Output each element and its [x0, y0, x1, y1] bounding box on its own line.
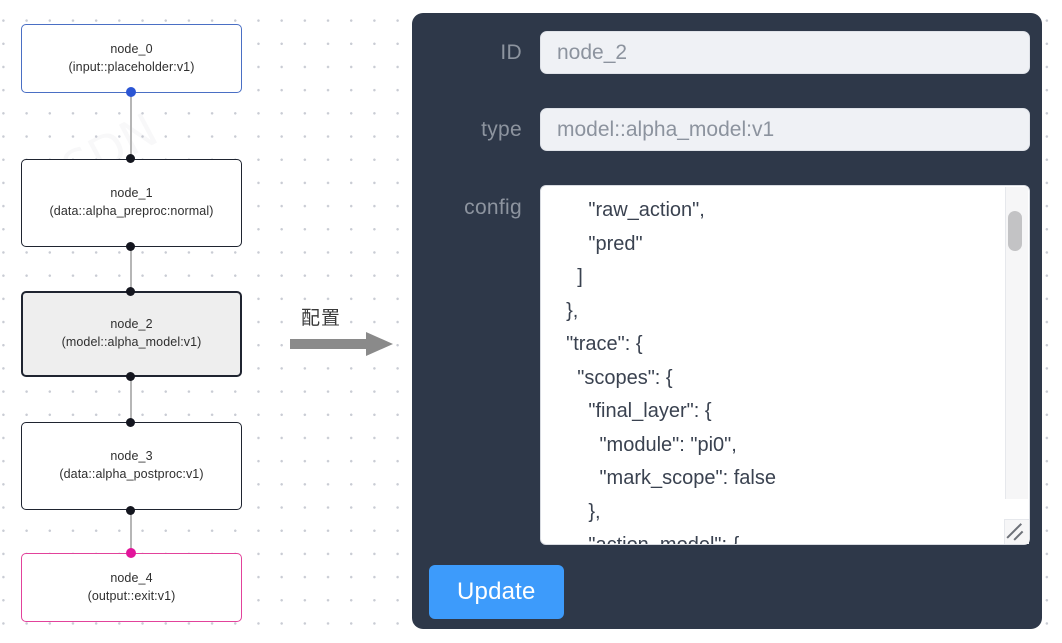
field-row-id: ID: [412, 31, 1030, 74]
transition-caption: 配置: [301, 307, 342, 329]
update-button[interactable]: Update: [429, 565, 564, 619]
field-row-type: type: [412, 108, 1030, 151]
edge-node2-node3: [130, 374, 132, 422]
node-handle-target-node_4[interactable]: [126, 548, 136, 558]
node-handle-source-node_0[interactable]: [126, 87, 136, 97]
node-handle-target-node_3[interactable]: [126, 418, 135, 427]
edge-node1-node2: [130, 244, 132, 294]
graph-node-label: node_0 (input::placeholder:v1): [68, 41, 195, 74]
graph-node-node_4[interactable]: node_4 (output::exit:v1): [21, 553, 242, 622]
graph-node-label: node_1 (data::alpha_preproc:normal): [49, 186, 214, 218]
node-handle-source-node_1[interactable]: [126, 242, 135, 251]
config-textarea[interactable]: [540, 185, 1030, 545]
config-field-label: config: [464, 196, 522, 219]
node-handle-target-node_1[interactable]: [126, 154, 135, 163]
graph-node-node_0[interactable]: node_0 (input::placeholder:v1): [21, 24, 242, 93]
config-scrollbar-track[interactable]: [1005, 187, 1028, 499]
config-scrollbar-thumb[interactable]: [1008, 211, 1022, 251]
config-resize-handle[interactable]: [1004, 519, 1029, 544]
id-input[interactable]: [540, 31, 1030, 74]
type-input[interactable]: [540, 108, 1030, 151]
arrow-right-icon: [290, 332, 393, 356]
id-field-label: ID: [500, 40, 522, 64]
edge-node3-node4: [130, 508, 132, 552]
node-handle-source-node_3[interactable]: [126, 506, 135, 515]
graph-node-label: node_2 (model::alpha_model:v1): [61, 317, 202, 349]
node-handle-source-node_2[interactable]: [126, 372, 135, 381]
edge-node0-node1: [130, 88, 132, 160]
node-handle-target-node_2[interactable]: [126, 287, 135, 296]
graph-node-node_3[interactable]: node_3 (data::alpha_postproc:v1): [21, 422, 242, 510]
node-config-panel: ID type config Update: [412, 13, 1042, 629]
graph-node-node_1[interactable]: node_1 (data::alpha_preproc:normal): [21, 159, 242, 247]
graph-node-label: node_4 (output::exit:v1): [87, 570, 176, 603]
graph-node-node_2[interactable]: node_2 (model::alpha_model:v1): [21, 291, 242, 377]
type-field-label: type: [481, 117, 522, 141]
graph-node-label: node_3 (data::alpha_postproc:v1): [59, 449, 204, 481]
config-textarea-wrapper: [540, 185, 1030, 545]
